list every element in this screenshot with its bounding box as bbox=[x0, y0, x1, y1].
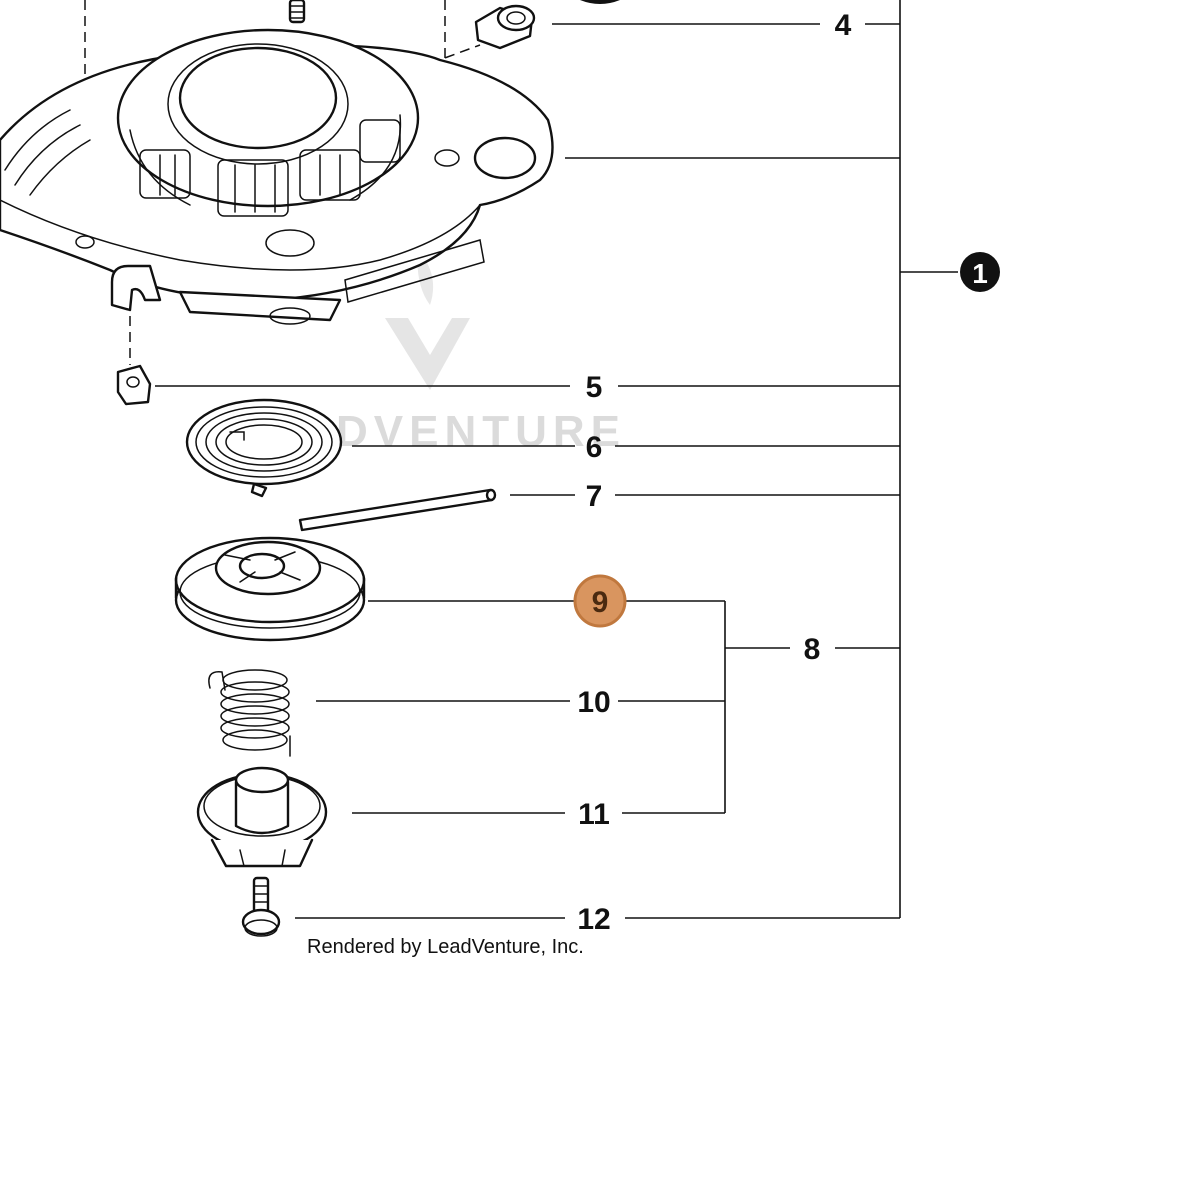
render-credit: Rendered by LeadVenture, Inc. bbox=[307, 936, 584, 958]
hub-part-11 bbox=[196, 766, 328, 868]
screw-part-12 bbox=[241, 876, 281, 937]
callout-5[interactable]: 5 bbox=[586, 371, 603, 404]
top-screw bbox=[288, 0, 306, 24]
callout-7[interactable]: 7 bbox=[586, 480, 603, 513]
callout-11[interactable]: 11 bbox=[578, 798, 610, 831]
starter-rope-part-7 bbox=[298, 488, 497, 532]
starter-housing bbox=[0, 28, 554, 325]
callout-6[interactable]: 6 bbox=[586, 431, 603, 464]
callout-8[interactable]: 8 bbox=[804, 633, 821, 666]
callout-9-label: 9 bbox=[592, 586, 609, 619]
callout-12[interactable]: 12 bbox=[577, 903, 610, 936]
callout-1-badge[interactable]: 1 bbox=[960, 252, 1000, 292]
callout-9-highlight[interactable]: 9 bbox=[573, 574, 627, 628]
coil-spring-part-10 bbox=[208, 669, 291, 757]
rope-pulley-part-9 bbox=[174, 536, 366, 642]
square-nut-part-5 bbox=[116, 364, 152, 406]
callout-10[interactable]: 10 bbox=[577, 686, 610, 719]
callout-4[interactable]: 4 bbox=[835, 9, 852, 42]
leader-lines bbox=[155, 0, 958, 919]
callout-1-label: 1 bbox=[972, 258, 988, 289]
bushing-part-4 bbox=[474, 0, 620, 50]
recoil-spring-part-6 bbox=[185, 398, 343, 498]
